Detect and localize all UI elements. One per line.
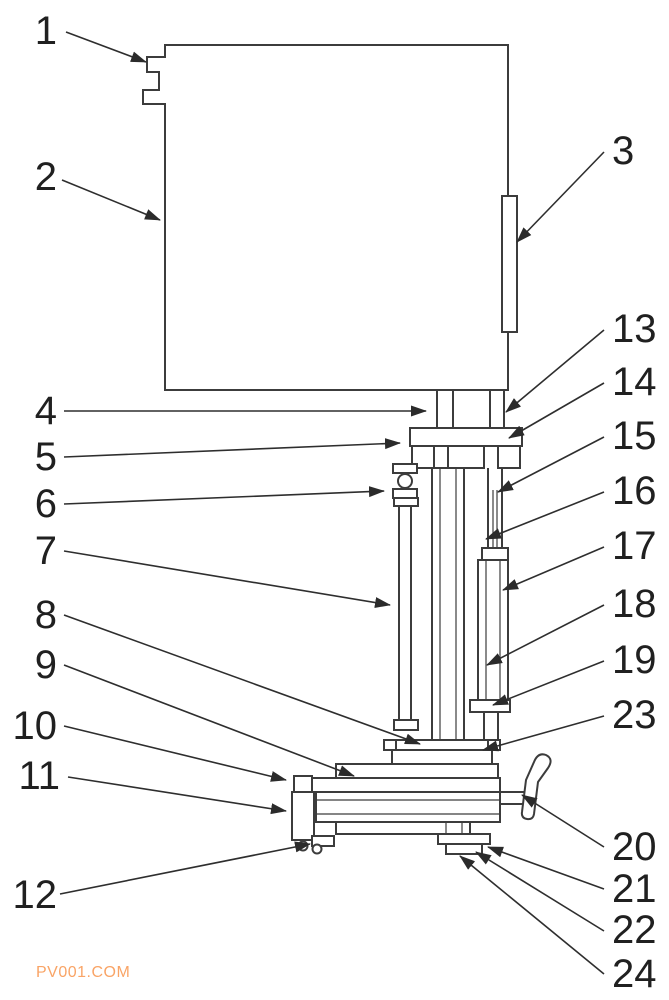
leader-21 — [487, 846, 605, 890]
callout-8: 8 — [35, 593, 57, 637]
leader-12 — [59, 841, 311, 895]
leader-20 — [521, 794, 605, 848]
leader-17 — [502, 546, 605, 591]
watermark: PV001.COM — [36, 964, 130, 981]
leader-16 — [485, 491, 605, 540]
leader-22 — [475, 851, 605, 932]
callout-24: 24 — [612, 952, 657, 996]
leader-2 — [61, 179, 161, 221]
callout-20: 20 — [612, 825, 657, 869]
leader-10 — [63, 725, 287, 782]
top-flange — [409, 427, 523, 447]
leader-18 — [486, 604, 605, 666]
leader-14 — [508, 382, 605, 439]
callout-22: 22 — [612, 908, 657, 952]
leader-13 — [505, 329, 605, 413]
handle — [520, 753, 552, 821]
leader-11 — [67, 776, 287, 815]
callout-16: 16 — [612, 469, 657, 513]
callout-19: 19 — [612, 638, 657, 682]
leader-6 — [63, 486, 385, 505]
lower-cylinder — [315, 791, 501, 823]
callout-13: 13 — [612, 307, 657, 351]
sight-glass — [501, 195, 518, 333]
callout-18: 18 — [612, 582, 657, 626]
callout-14: 14 — [612, 360, 657, 404]
center-column — [431, 467, 465, 741]
union-nut — [397, 473, 413, 489]
leader-8 — [63, 614, 421, 745]
leader-19 — [492, 660, 605, 706]
callout-6: 6 — [35, 482, 57, 526]
callout-21: 21 — [612, 867, 657, 911]
right-cylinder — [477, 559, 509, 701]
callout-23: 23 — [612, 693, 657, 737]
callout-5: 5 — [35, 435, 57, 479]
drawing — [142, 44, 552, 855]
callout-9: 9 — [35, 643, 57, 687]
leader-1 — [65, 31, 147, 63]
callout-1: 1 — [35, 9, 57, 53]
leader-9 — [63, 664, 355, 777]
leader-23 — [482, 715, 605, 752]
callout-4: 4 — [35, 389, 57, 433]
callout-labels: 1 2 4 5 6 7 8 9 10 11 12 3 13 14 15 16 1… — [13, 9, 657, 996]
callout-11: 11 — [18, 754, 60, 798]
valve-assembly — [291, 390, 552, 855]
callout-3: 3 — [612, 129, 634, 173]
leader-5 — [63, 438, 401, 458]
callout-12: 12 — [13, 873, 58, 917]
bolt — [311, 843, 323, 855]
leader-7 — [63, 550, 391, 608]
leader-lines — [59, 31, 605, 975]
callout-10: 10 — [13, 704, 58, 748]
tank-outline — [142, 44, 509, 391]
leader-24 — [459, 855, 605, 975]
callout-17: 17 — [612, 524, 657, 568]
leader-15 — [497, 436, 605, 493]
callout-2: 2 — [35, 155, 57, 199]
callout-15: 15 — [612, 414, 657, 458]
callout-7: 7 — [35, 529, 57, 573]
leader-3 — [516, 151, 605, 243]
